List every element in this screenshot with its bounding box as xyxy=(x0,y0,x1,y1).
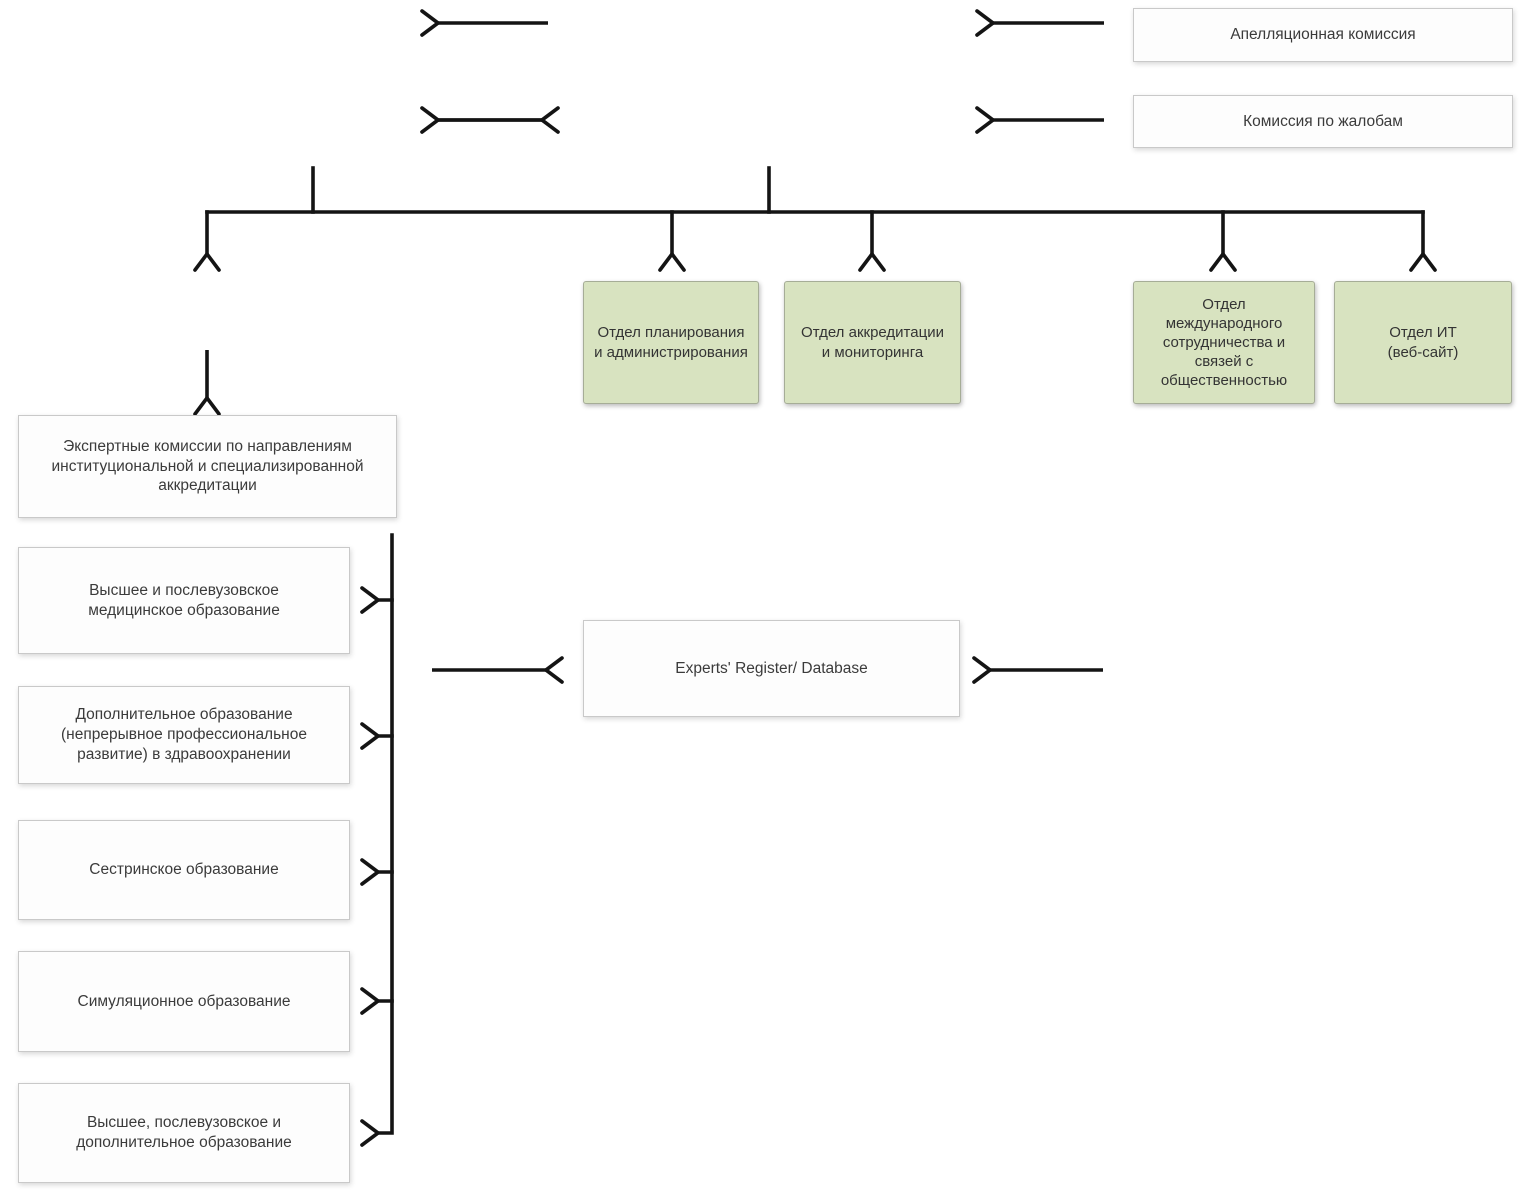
direction-simulation-education-box: Симуляционное образование xyxy=(18,951,350,1052)
department-international-label: Отдел международного сотрудничества и св… xyxy=(1160,295,1288,390)
department-accreditation-box: Отдел аккредитации и мониторинга xyxy=(784,281,961,404)
complaints-commission-box: Комиссия по жалобам xyxy=(1133,95,1513,148)
tree-connector xyxy=(193,166,1437,272)
direction-label: Высшее и послевузовское медицинское обра… xyxy=(88,581,280,619)
expert-commissions-label: Экспертные комиссии по направлениям инст… xyxy=(51,437,364,495)
experts-register-label: Experts' Register/ Database xyxy=(675,659,868,677)
appellate-commission-label: Апелляционная комиссия xyxy=(1230,26,1416,44)
appellate-commission-box: Апелляционная комиссия xyxy=(1133,8,1513,62)
department-international-box: Отдел международного сотрудничества и св… xyxy=(1133,281,1315,404)
direction-additional-education-box: Дополнительное образование (непрерывное … xyxy=(18,686,350,784)
department-it-label: Отдел ИТ (веб-сайт) xyxy=(1387,324,1459,361)
department-accreditation-label: Отдел аккредитации и мониторинга xyxy=(801,324,944,361)
experts-register-box: Experts' Register/ Database xyxy=(583,620,960,717)
direction-label: Дополнительное образование (непрерывное … xyxy=(61,706,307,763)
expert-commissions-box: Экспертные комиссии по направлениям инст… xyxy=(18,415,397,518)
direction-higher-postgraduate-medical-box: Высшее и послевузовское медицинское обра… xyxy=(18,547,350,654)
complaints-commission-label: Комиссия по жалобам xyxy=(1243,112,1403,130)
direction-label: Высшее, послевузовское и дополнительное … xyxy=(76,1114,292,1151)
direction-label: Симуляционное образование xyxy=(77,992,291,1010)
department-planning-label: Отдел планирования и администрирования xyxy=(594,324,748,361)
department-planning-box: Отдел планирования и администрирования xyxy=(583,281,759,404)
direction-higher-postgrad-additional-box: Высшее, послевузовское и дополнительное … xyxy=(18,1083,350,1183)
directions-spine xyxy=(360,533,394,1147)
direction-nursing-education-box: Сестринское образование xyxy=(18,820,350,920)
direction-label: Сестринское образование xyxy=(89,861,279,879)
department-it-box: Отдел ИТ (веб-сайт) xyxy=(1334,281,1512,404)
